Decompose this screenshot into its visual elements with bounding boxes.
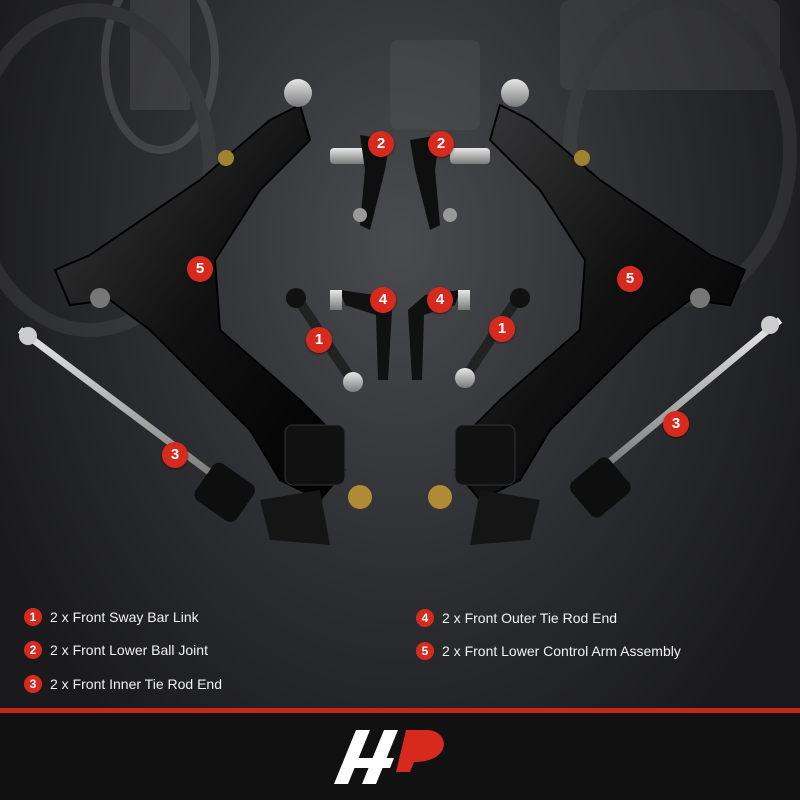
background-suspension: [0, 0, 797, 337]
legend-label: 2 x Front Inner Tie Rod End: [50, 676, 222, 692]
badge-left-inner-tie-rod: 3: [162, 442, 188, 468]
right-control-arm: [428, 79, 747, 545]
badge-left-outer-tie-rod: 4: [370, 287, 396, 313]
right-ball-joint: [410, 135, 490, 230]
badge-right-control-arm: 5: [617, 266, 643, 292]
legend-item-3: 3 2 x Front Inner Tie Rod End: [24, 675, 222, 693]
legend-number: 4: [416, 609, 434, 627]
badge-right-sway-bar-link: 1: [489, 316, 515, 342]
legend-label: 2 x Front Lower Ball Joint: [50, 642, 208, 658]
legend-item-2: 2 2 x Front Lower Ball Joint: [24, 641, 208, 659]
legend-label: 2 x Front Outer Tie Rod End: [442, 610, 618, 626]
badge-left-sway-bar-link: 1: [306, 327, 332, 353]
left-ball-joint: [330, 135, 390, 230]
legend-item-1: 1 2 x Front Sway Bar Link: [24, 608, 199, 626]
left-control-arm: [53, 79, 372, 545]
badge-right-outer-tie-rod: 4: [427, 287, 453, 313]
brand-logo-icon: [334, 730, 444, 784]
legend-item-4: 4 2 x Front Outer Tie Rod End: [416, 609, 617, 627]
badge-left-control-arm: 5: [187, 256, 213, 282]
legend-number: 1: [24, 608, 42, 626]
badge-right-inner-tie-rod: 3: [663, 411, 689, 437]
right-inner-tie-rod: [569, 316, 783, 518]
legend-number: 5: [416, 642, 434, 660]
legend-label: 2 x Front Lower Control Arm Assembly: [442, 643, 681, 659]
parts-legend: 1 2 x Front Sway Bar Link 2 2 x Front Lo…: [0, 600, 800, 705]
badge-left-ball-joint: 2: [368, 131, 394, 157]
right-outer-tie-rod-end: [408, 290, 470, 380]
legend-item-5: 5 2 x Front Lower Control Arm Assembly: [416, 642, 681, 660]
parts-photo: [0, 0, 797, 545]
legend-label: 2 x Front Sway Bar Link: [50, 609, 199, 625]
footer-divider: [0, 708, 800, 713]
legend-number: 3: [24, 675, 42, 693]
badge-right-ball-joint: 2: [428, 131, 454, 157]
legend-number: 2: [24, 641, 42, 659]
